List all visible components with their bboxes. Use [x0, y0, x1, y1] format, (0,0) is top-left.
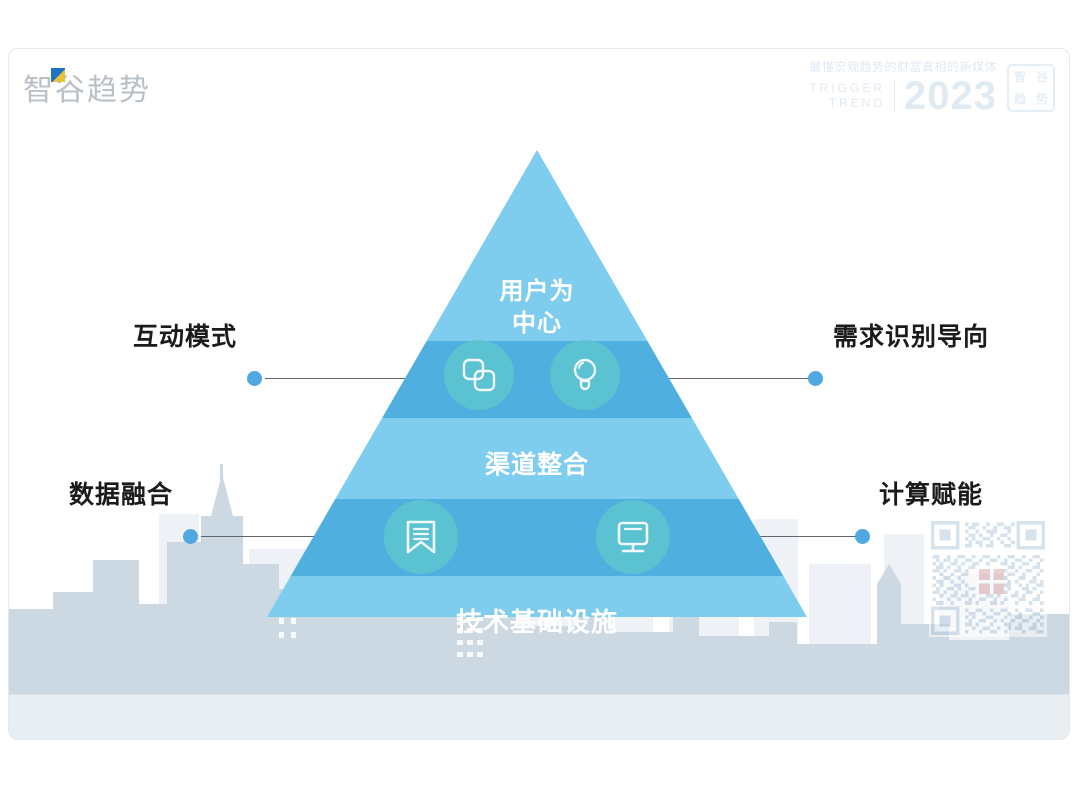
connector-line-demand [594, 378, 816, 379]
overlapping-squares-icon-circle[interactable] [444, 340, 514, 410]
header-en-row: TRIGGER TREND 2023 [809, 76, 997, 116]
qr-code-icon [929, 519, 1047, 637]
header-tagline: 最懂宏观趋势的财富真相的新媒体 [809, 60, 997, 74]
overlapping-squares-icon [462, 358, 496, 392]
callout-label-interaction[interactable]: 互动模式 [132, 323, 237, 351]
brand-logo: 智谷趋势 [23, 74, 151, 107]
connector-dot-interaction[interactable] [247, 371, 262, 386]
brand-stamp-logo: 智 谷 趋 势 [1007, 63, 1055, 112]
header-right-block: 最懂宏观趋势的财富真相的新媒体 TRIGGER TREND 2023 智 谷 趋… [809, 59, 1055, 116]
monitor-icon-circle[interactable] [596, 500, 670, 574]
connector-dot-compute[interactable] [855, 529, 870, 544]
connector-dot-data-fusion[interactable] [183, 529, 198, 544]
slide-footer-bar [9, 694, 1069, 739]
callout-label-compute[interactable]: 计算赋能 [879, 481, 984, 509]
pyramid-diagram: 用户为 中心 渠道整合 技术基础设施 [267, 150, 807, 637]
pyramid-shape [267, 150, 807, 617]
bookmark-document-icon-circle[interactable] [384, 500, 458, 574]
bookmark-document-icon [406, 520, 436, 554]
header-year: 2023 [904, 74, 997, 118]
callout-label-demand[interactable]: 需求识别导向 [833, 323, 990, 351]
connector-line-interaction [265, 378, 480, 379]
monitor-icon [617, 521, 649, 553]
pyramid-band-3 [267, 418, 807, 499]
pyramid-band-2 [267, 341, 807, 418]
brand-accent-square [51, 68, 65, 82]
pyramid-band-1 [267, 150, 807, 341]
slide-card: 智谷趋势 最懂宏观趋势的财富真相的新媒体 TRIGGER TREND 2023 … [8, 48, 1070, 740]
slide-body: 智谷趋势 最懂宏观趋势的财富真相的新媒体 TRIGGER TREND 2023 … [9, 49, 1069, 694]
stamp-char-2: 谷 [1035, 69, 1048, 84]
header-en-name: TRIGGER TREND [809, 81, 885, 111]
header-divider [894, 79, 896, 113]
lightbulb-icon-circle[interactable] [550, 340, 620, 410]
callout-label-data-fusion[interactable]: 数据融合 [68, 481, 173, 509]
header-en-line1: TRIGGER [809, 81, 886, 95]
stamp-char-4: 势 [1035, 91, 1048, 106]
pyramid-band-4 [267, 499, 807, 576]
header-right-texts: 最懂宏观趋势的财富真相的新媒体 TRIGGER TREND 2023 [809, 59, 997, 116]
pyramid-band-5 [267, 576, 807, 617]
lightbulb-icon [573, 358, 597, 391]
connector-line-data-fusion [201, 536, 423, 537]
stamp-char-3: 趋 [1013, 91, 1026, 106]
stamp-char-1: 智 [1013, 69, 1026, 84]
connector-dot-demand[interactable] [808, 371, 823, 386]
header-en-line2: TREND [828, 96, 886, 110]
